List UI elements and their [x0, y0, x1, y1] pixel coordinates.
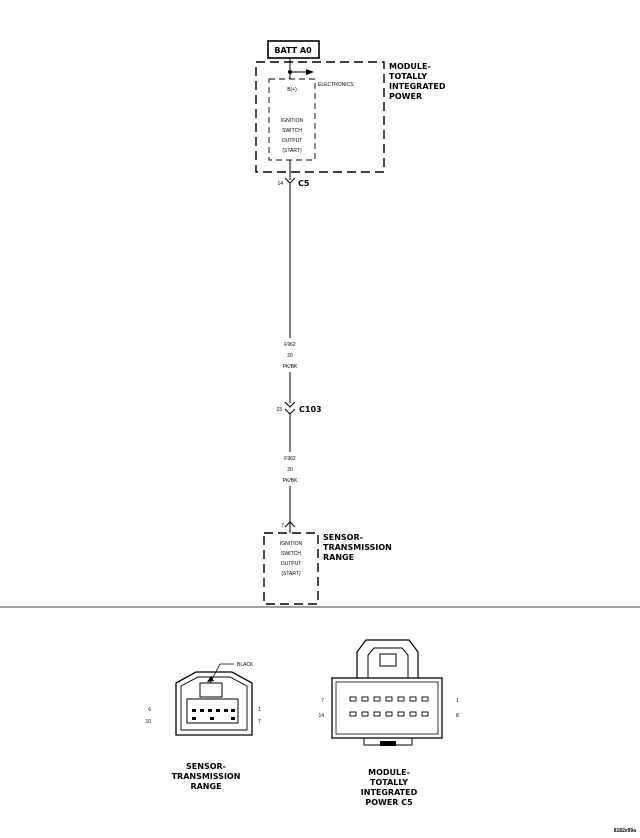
c5-pin-number: 14: [277, 181, 283, 187]
module-pin-cavity: [421, 711, 429, 717]
module-title-line-2: TOTALLY: [389, 72, 427, 81]
b-plus-label: B(+): [287, 87, 297, 93]
module-pin-label-8: 8: [456, 713, 459, 719]
c103-pin-number: 23: [276, 407, 282, 413]
module-switch-line-3: OUTPUT: [282, 138, 303, 144]
module-pin-cavity: [361, 711, 369, 717]
module-connector-latch: [367, 647, 409, 678]
wire-2-color: PK/BK: [283, 478, 298, 484]
wire-2-circuit: F962: [284, 456, 296, 462]
sensor-pin-label-7: 7: [258, 719, 261, 725]
module-pin-cavity: [373, 711, 381, 717]
module-pin-cavity: [385, 711, 393, 717]
module-pin-cavity: [361, 696, 369, 702]
electronics-box: [268, 78, 316, 161]
module-pin-cavity: [385, 696, 393, 702]
module-title-line-3: INTEGRATED: [389, 82, 446, 91]
sensor-pin-connector: 7: [281, 521, 296, 533]
sensor-transmission-range: IGNITION SWITCH OUTPUT (START) SENSOR- T…: [263, 532, 392, 605]
connector-c5: 14 C5: [277, 172, 310, 188]
connector-c103: 23 C103: [276, 401, 322, 415]
module-pin-cavity: [397, 696, 405, 702]
sensor-pin-cavity: [231, 709, 235, 712]
module-switch-line-1: IGNITION: [281, 118, 304, 124]
sensor-pin-cavity: [224, 709, 228, 712]
sensor-pin-number: 7: [281, 523, 284, 529]
sensor-connector-inner: [180, 676, 248, 731]
module-pin-cavity: [409, 696, 417, 702]
sensor-title-line-3: RANGE: [323, 553, 354, 562]
sensor-connector-latch: [199, 682, 223, 698]
sensor-outline: [263, 532, 319, 605]
sensor-switch-line-1: IGNITION: [280, 541, 303, 547]
sensor-pin-label-6: 6: [148, 707, 151, 713]
batt-a0-label: BATT A0: [274, 46, 312, 55]
sensor-pin-cavity: [231, 717, 235, 720]
module-pin-label-14: 14: [318, 713, 324, 719]
module-outline: [255, 61, 385, 173]
figure-id: 8182e99a: [614, 828, 636, 834]
module-pin-cavity: [349, 711, 357, 717]
module-switch-line-4: (START): [282, 148, 302, 154]
wire-2-label: F962 20 PK/BK: [283, 456, 298, 484]
electronics-label: ELECTRONICS: [318, 82, 354, 88]
sensor-caption-line-2: TRANSMISSION: [172, 772, 241, 781]
sensor-pin-label-1: 1: [258, 707, 261, 713]
sensor-connector-pin-block: [186, 698, 239, 724]
sensor-pin-cavity: [208, 709, 212, 712]
wire-1-circuit: F962: [284, 342, 296, 348]
module-connector-body: [331, 677, 443, 739]
module-caption-line-1: MODULE-: [368, 768, 410, 777]
module-pin-cavity: [397, 711, 405, 717]
c5-connector-label: C5: [298, 179, 310, 188]
batt-a0-box: [267, 40, 320, 59]
module-pin-label-1: 1: [456, 698, 459, 704]
callout-arrow-icon: [207, 676, 214, 682]
module-connector-view: 7 14 1 8 MODULE- TOTALLY INTEGRATED POWE…: [318, 639, 459, 807]
wire-1-gauge: 20: [287, 353, 293, 359]
electronics-arrow-icon: [306, 69, 314, 75]
module-pin-cavity: [349, 696, 357, 702]
module-switch-line-2: SWITCH: [282, 128, 302, 134]
sensor-connector-outer: [175, 671, 253, 736]
sensor-switch-line-3: OUTPUT: [281, 561, 302, 567]
sensor-pin-cavity: [216, 709, 220, 712]
connector-color-label: BLACK: [237, 662, 254, 668]
module-pin-cavity: [409, 711, 417, 717]
sensor-switch-line-4: (START): [281, 571, 301, 577]
module-tip: MODULE- TOTALLY INTEGRATED POWER ELECTRO…: [255, 58, 446, 173]
batt-a0-block: BATT A0: [267, 40, 320, 59]
wire-1-color: PK/BK: [283, 364, 298, 370]
sensor-pin-cavity: [192, 709, 196, 712]
module-pin-label-7: 7: [321, 698, 324, 704]
connector-c103-symbol-bottom: [284, 408, 296, 415]
sensor-pin-cavity: [200, 709, 204, 712]
module-caption-line-4: POWER C5: [365, 798, 413, 807]
sensor-caption-line-1: SENSOR-: [186, 762, 226, 771]
sensor-pin-cavity: [210, 717, 214, 720]
c103-connector-label: C103: [299, 405, 322, 414]
sensor-pin-label-10: 10: [145, 719, 151, 725]
sensor-title-line-2: TRANSMISSION: [323, 543, 392, 552]
color-callout-leader: [209, 663, 234, 684]
wire-2-gauge: 20: [287, 467, 293, 473]
module-title-line-4: POWER: [389, 92, 422, 101]
module-caption-line-3: INTEGRATED: [361, 788, 418, 797]
module-connector-latch-tab: [379, 653, 397, 667]
sensor-switch-line-2: SWITCH: [281, 551, 301, 557]
connector-c103-symbol-top: [284, 401, 296, 408]
sensor-pin-cavity: [192, 717, 196, 720]
module-connector-key-tab: [380, 741, 396, 746]
module-connector-latch-housing: [356, 639, 419, 678]
sensor-connector-view: BLACK 6 10 1 7 SENSOR- TRANSMISSION RANG…: [145, 662, 261, 791]
module-connector-inner: [335, 681, 439, 735]
sensor-caption-line-3: RANGE: [190, 782, 221, 791]
module-caption-line-2: TOTALLY: [370, 778, 408, 787]
module-pin-cavity: [373, 696, 381, 702]
module-pin-cavity: [421, 696, 429, 702]
module-title-line-1: MODULE-: [389, 62, 431, 71]
sensor-title-line-1: SENSOR-: [323, 533, 363, 542]
wire-1-label: F962 20 PK/BK: [283, 342, 298, 370]
